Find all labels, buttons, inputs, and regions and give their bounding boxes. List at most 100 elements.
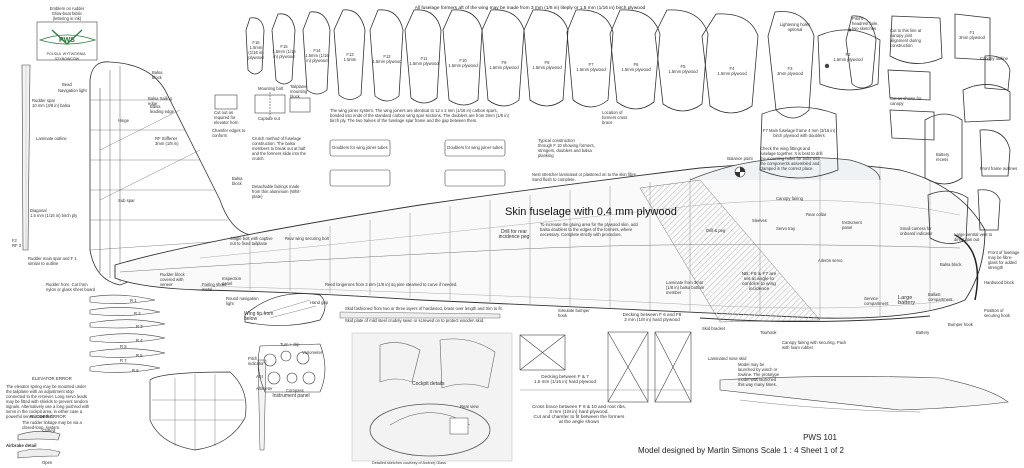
note-skid-bracket: Skid bracket (702, 326, 726, 331)
note-large-battery: Large battery (898, 295, 916, 306)
note-elevator-spring: The elevator spring may be mounted under… (6, 384, 91, 419)
note-battery: Battery (916, 330, 930, 335)
note-crutch-method: Crutch method of fuselage construction. … (252, 136, 308, 161)
decking-panels (519, 331, 692, 403)
doubler-label-1: Doublers for wing joiner tubes (332, 145, 388, 150)
former-f7: F7 1.5mm plywood (576, 62, 606, 72)
note-rudder-spar: Rudder spar 10 mm (3/8 in) balsa (32, 98, 71, 108)
note-rudder-block: Rudder block covered with veneer (160, 272, 186, 287)
note-laminate-bottom: Laminate from 3mm (1/8 in) balsa bottom … (666, 280, 706, 295)
note-single-bolt: Single bolt with captive nut to fixed ta… (230, 236, 274, 246)
note-elevator-error: ELEVATOR ERROR (32, 376, 72, 381)
note-sub-spar: Sub spar (118, 198, 135, 203)
note-airbrake-detail: Airbrake detail (6, 443, 37, 448)
tailplane-ribs (89, 294, 166, 373)
note-canopy-joint: Cut to this line at canopy joint alignme… (890, 28, 923, 48)
rib-r4: R 4 (136, 338, 143, 343)
note-small-camera: Small camera for onboard indicator (900, 226, 933, 236)
note-rear-view: Rear view (460, 404, 479, 409)
svg-text:PWS: PWS (59, 37, 75, 44)
emblem-caption: Emblem on rudder Glow-boat fabric (lette… (49, 6, 85, 21)
note-canopy-outline: Canopy outline (980, 56, 1008, 61)
note-reed-longerons: Reed longerons from 3 mm (1/8 in) sq pin… (325, 282, 458, 287)
note-pilot-headrest: Pilot's headrest hole, two sketches (852, 16, 880, 31)
fin-outline (89, 61, 252, 286)
note-typical-construction: Typical construction through F 10 showin… (538, 138, 595, 158)
note-f6-f7-angle: NB: F6 & F7 are set at angle to conform … (741, 272, 778, 292)
former-f6: F6 1.5mm plywood (621, 62, 651, 72)
note-wing-joiner: The wing joiner system. The wing joiners… (330, 108, 511, 123)
note-canopy-fairing: Canopy fairing (776, 196, 804, 201)
note-simulate-bumper: Simulate bumper hook (558, 308, 591, 318)
note-f2-rf3: F2 RF 3 (12, 238, 22, 248)
note-chamfer-edges: Chamfer edges to conform (212, 128, 247, 138)
rib-r2: R 2 (134, 311, 141, 316)
note-rudder-error: RUDDER ERROR (30, 414, 66, 419)
note-battery-recess: Battery recess (936, 152, 951, 162)
rib-r7: R 7 (120, 358, 127, 363)
former-f16: F16 1.5mm (1/16 in) plywood (248, 40, 264, 60)
note-towhook: Towhook (760, 330, 777, 335)
tailplane-plan (149, 371, 247, 451)
rib-r5: R 5 (136, 353, 143, 358)
note-balsa-leading-edge: Balsa leading edge (150, 104, 174, 114)
note-skid-hardwood: Skid fashioned from two or three layers … (345, 306, 503, 311)
airbrake-detail (17, 430, 61, 459)
note-tailplane-mounting-block: Tailplane mounting block (290, 84, 309, 99)
tailplane-mount (214, 92, 311, 120)
former-f11: F11 1.5mm plywood (409, 56, 439, 66)
rudder-emblem: PWS (36, 21, 98, 61)
former-f5: F5 1.5mm plywood (668, 64, 698, 74)
note-rear-wing-bolt: Rear wing securing bolt (285, 236, 329, 241)
doubler-label-2: Doublers for wing joiner tubes (447, 145, 503, 150)
note-rear-collar: Rear collar (806, 212, 827, 217)
note-decking-f6-f8: Decking between F 6 and F8 3 mm (1/8 in)… (622, 312, 682, 322)
note-skid-plate: Skid plate of mild steel crudely sewn or… (345, 318, 485, 323)
note-drill-rear-peg: Drill for rear incidence peg (498, 229, 530, 240)
note-balsa-block-aft: Balsa block (232, 176, 244, 186)
former-f9: F9 1.5mm plywood (489, 60, 519, 70)
note-gluing-area: To increase the gluing area for the plyw… (540, 222, 639, 237)
wing-tip (244, 293, 326, 326)
instr-turn-slip: Turn + slip (280, 342, 300, 347)
note-aileron-servo: Aileron servo (818, 258, 843, 263)
former-f3: F3 3mm plywood (777, 66, 803, 76)
note-rf-stiffener: RF Stiffener 3mm (1/8 in) (155, 136, 179, 146)
note-f7-main-frame: F7 Main fuselage frame 4 mm (3/16 in) bi… (762, 128, 837, 138)
note-hinge: Hinge (118, 118, 129, 123)
note-cross-brace-location: Location of formers cross brace (602, 110, 629, 125)
footer-designer: Model designed by Martin Simons Scale 1 … (638, 446, 844, 455)
header-note: All fuselage formers aft of the wing may… (414, 6, 646, 11)
skid-strip (339, 311, 501, 319)
former-f2: F2 1.5mm plywood (833, 52, 863, 62)
note-capture-nut: Capture nut (258, 116, 280, 121)
instr-altimeter: Altimeter (256, 386, 273, 391)
note-balsa-block-top: Balsa block (152, 70, 164, 80)
former-holes (824, 28, 852, 69)
sketch-credit: Detailed sketches courtesy of Andrzej Gl… (372, 461, 447, 465)
instr-variometer: Variometer (302, 350, 323, 355)
emblem-ring-text: POLSKA WYTWORNIA SZYBOWCOW (46, 52, 88, 61)
note-open: Open (42, 460, 53, 465)
note-diagonal: Diagonal 1.5 mm (1/16 in) birch ply (30, 208, 78, 218)
instr-compass: Compass (286, 388, 304, 393)
fuselage-side-view (114, 157, 986, 323)
instrument-panel-title: Instrument panel (272, 393, 310, 399)
note-winch-launch: Model may be launched by winch or towlin… (738, 362, 781, 387)
doublers (329, 139, 506, 187)
former-f10: F10 1.5mm plywood (448, 58, 478, 68)
former-f14: F14 1.5mm (1/16 in) plywood (305, 48, 329, 63)
note-round-nav-light: Round navigation light (226, 296, 260, 306)
rib-r6: R 6 (132, 368, 139, 373)
former-f15: F15 1.5mm (1/16 in) plywood (272, 44, 296, 59)
note-servo-tray: Servo tray (776, 226, 796, 231)
note-navigation-light: Navigation light (58, 88, 87, 93)
note-lightening-holes: Lightening holes optional (779, 22, 812, 32)
former-station-lines (249, 160, 931, 318)
laminated-skid (719, 376, 1009, 411)
note-hardwood-block: Hardwood block (984, 280, 1015, 285)
note-balsa-block-nose: Balsa block (940, 262, 962, 267)
instr-asi: ASI (256, 374, 263, 379)
cockpit-sketches (351, 332, 513, 462)
